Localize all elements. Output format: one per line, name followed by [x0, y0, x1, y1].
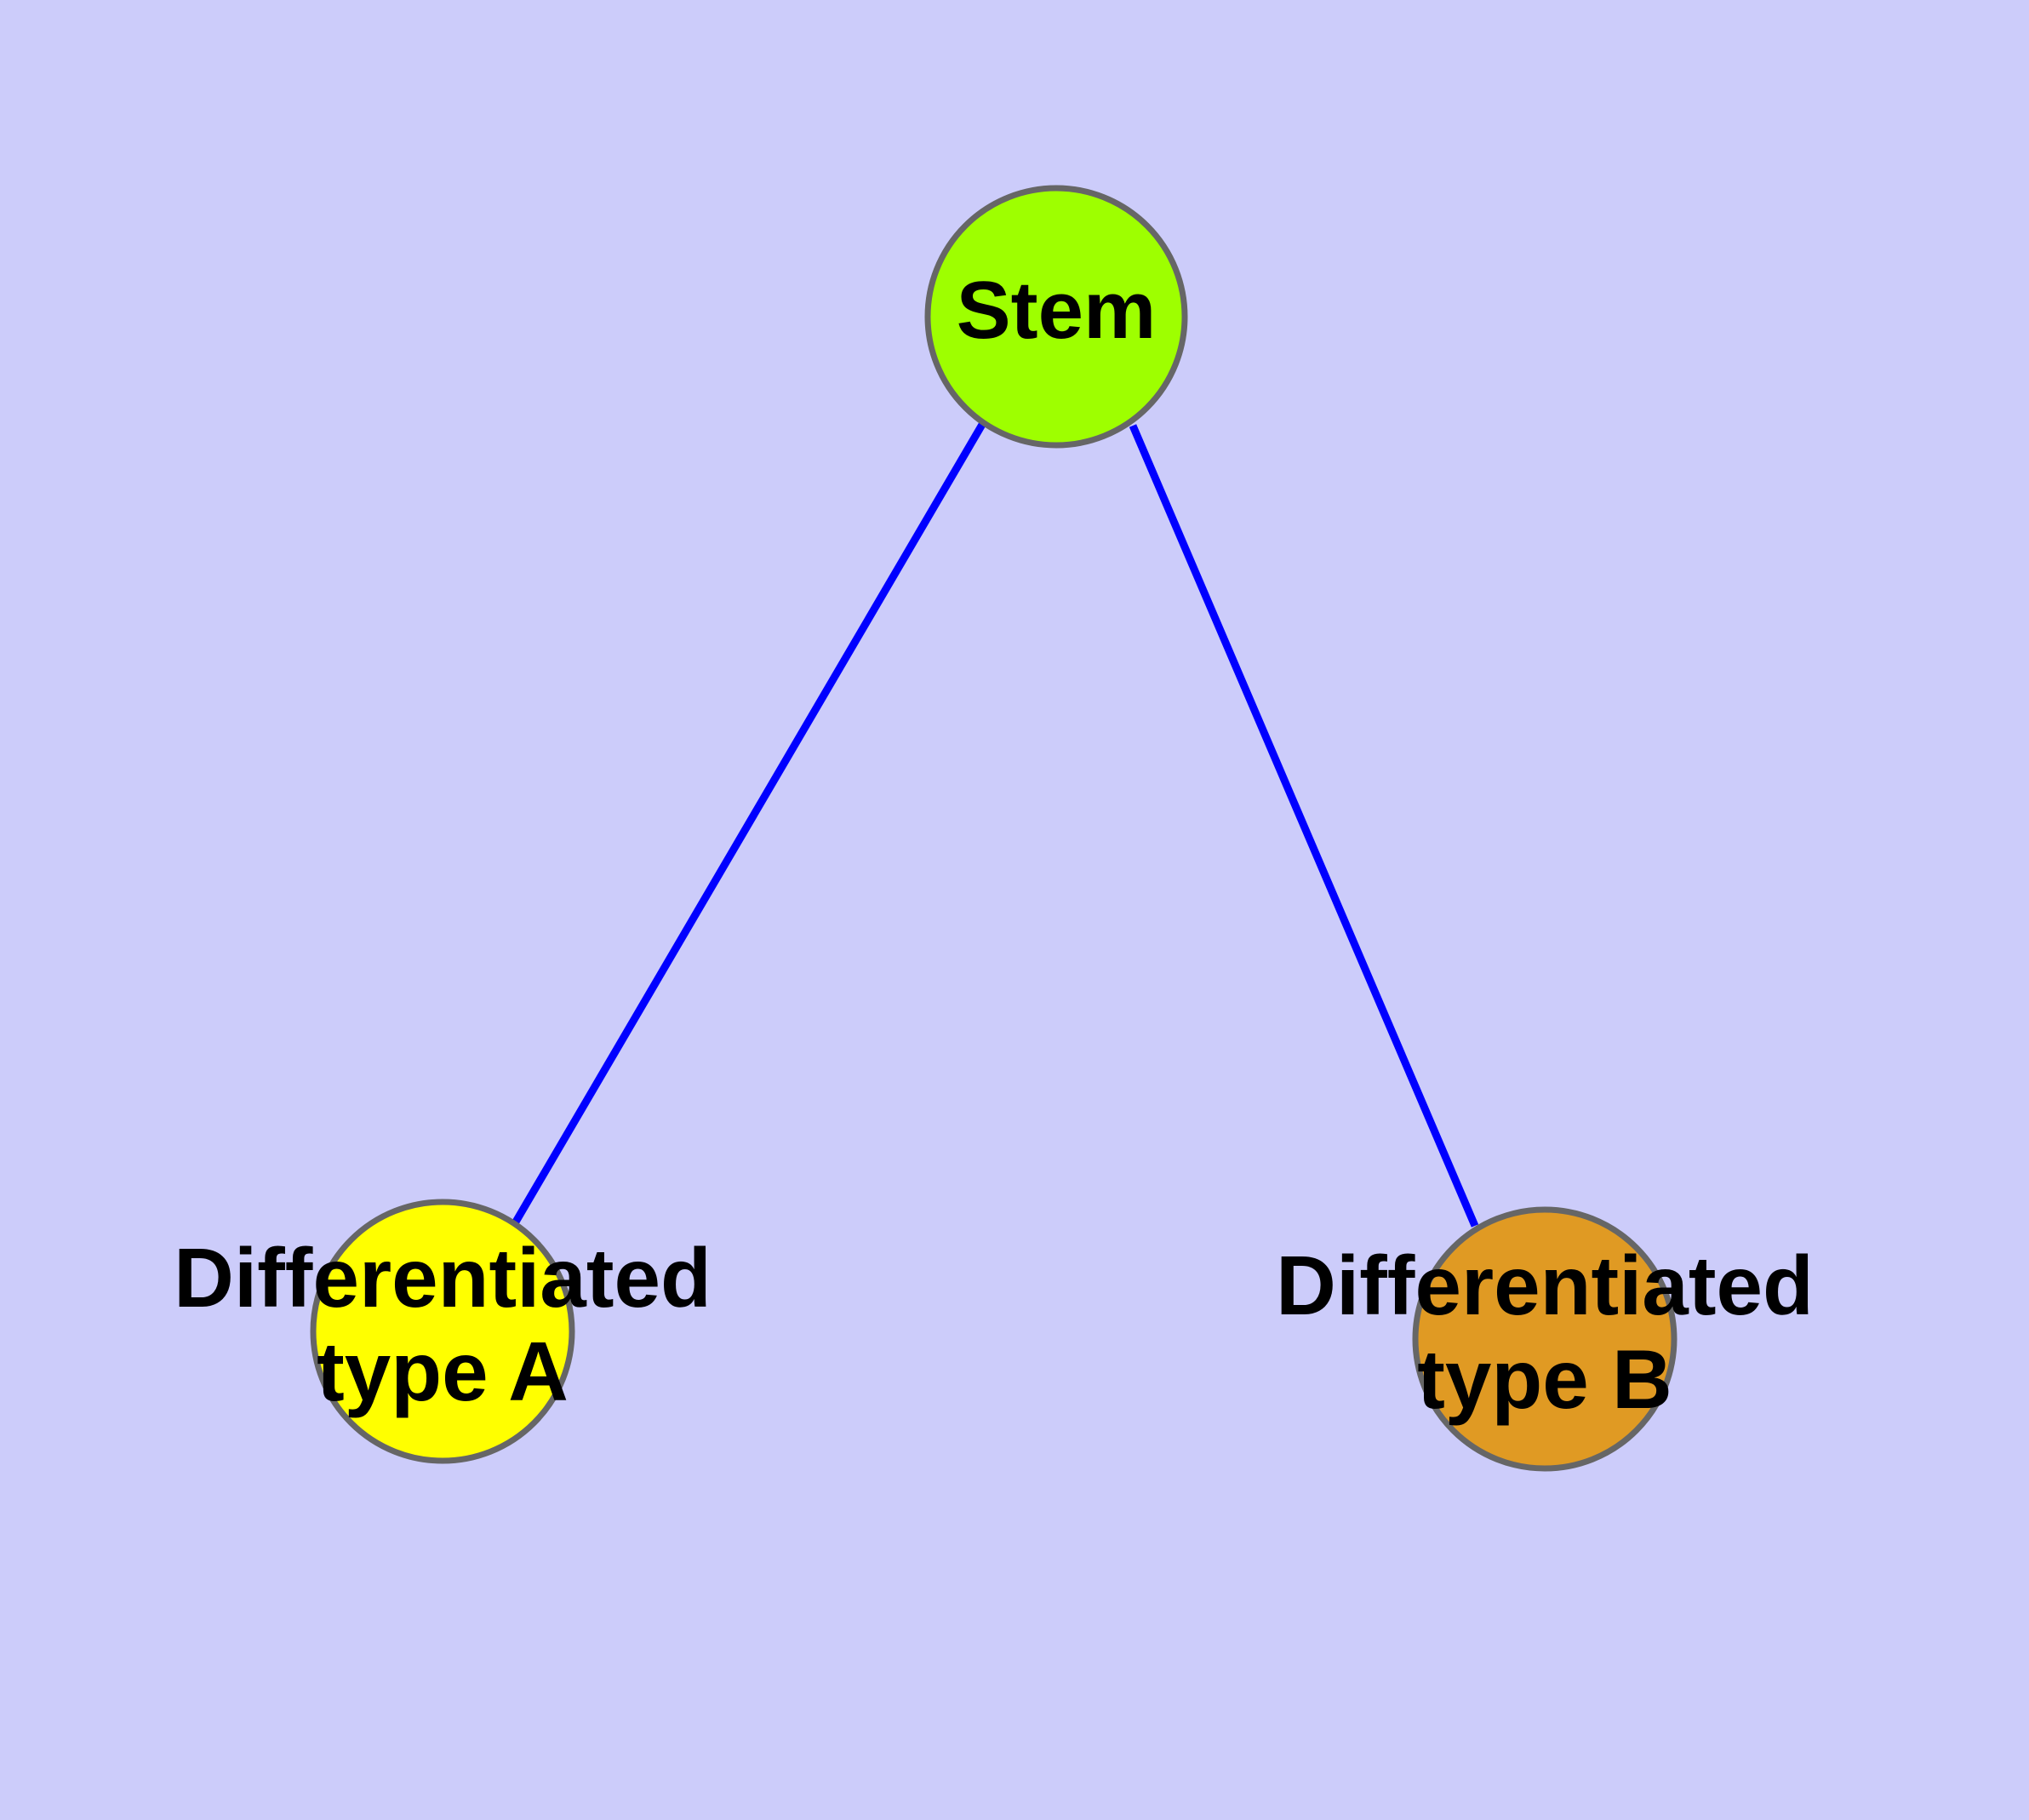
node-differentiated-type-a-circle[interactable]: [310, 1199, 575, 1464]
node-stem-circle[interactable]: [924, 185, 1188, 449]
edge-stem-to-diff-a[interactable]: [512, 421, 986, 1226]
node-stem[interactable]: Stem: [924, 185, 1188, 449]
node-differentiated-type-b-circle[interactable]: [1412, 1206, 1677, 1472]
edge-stem-to-diff-b[interactable]: [1129, 424, 1479, 1228]
edges-layer: [512, 421, 1479, 1228]
node-stem-label: Stem: [957, 265, 1157, 356]
